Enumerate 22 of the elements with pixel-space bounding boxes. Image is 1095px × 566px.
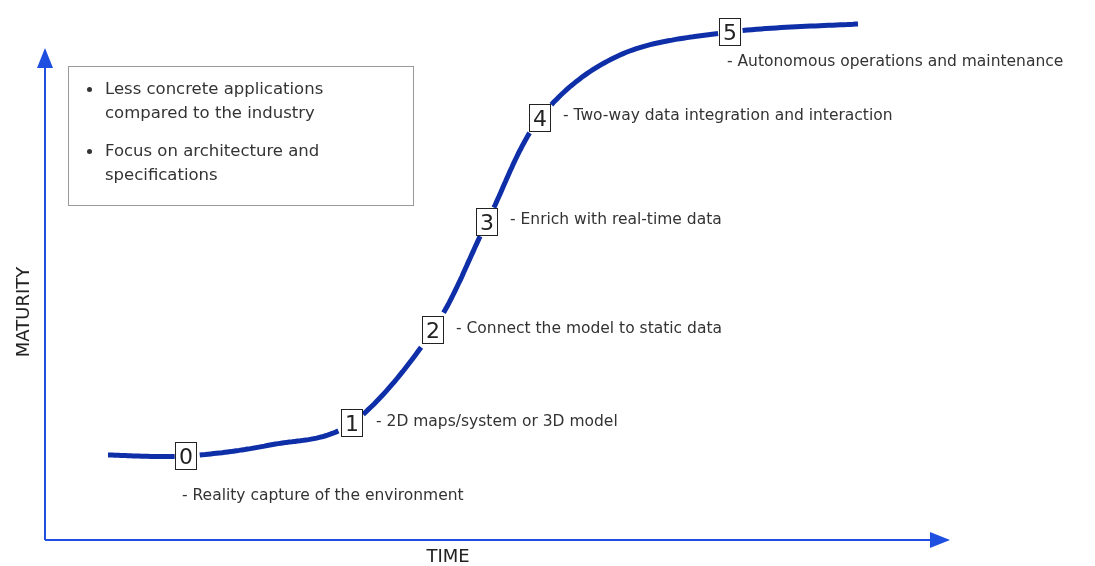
bullet-text: Focus on architecture and specifications [105, 140, 320, 184]
step-description: - 2D maps/system or 3D model [376, 412, 618, 430]
step-number: 3 [476, 208, 498, 236]
step-description: - Enrich with real-time data [510, 210, 722, 228]
bullet-text: Less concrete applications compared to the industry [105, 79, 324, 122]
step-description: - Connect the model to static data [456, 319, 722, 337]
step-number: 5 [719, 18, 741, 46]
step-number: 2 [422, 316, 444, 344]
axis-label: MATURITY [11, 266, 33, 358]
curve-segment [199, 428, 340, 458]
curve-segment [549, 31, 719, 107]
step-description: - Autonomous operations and maintenance [727, 52, 1064, 70]
axis-label: TIME [426, 545, 470, 566]
curve-segment [441, 235, 483, 314]
note-box [68, 66, 414, 206]
step-number: 1 [341, 409, 363, 437]
step-description: - Reality capture of the environment [182, 486, 464, 504]
curve-segment [491, 131, 532, 209]
step-description: - Two-way data integration and interaction [563, 106, 893, 124]
step-number: 0 [175, 442, 197, 470]
step-number: 4 [529, 104, 551, 132]
curve-segment [361, 345, 424, 417]
